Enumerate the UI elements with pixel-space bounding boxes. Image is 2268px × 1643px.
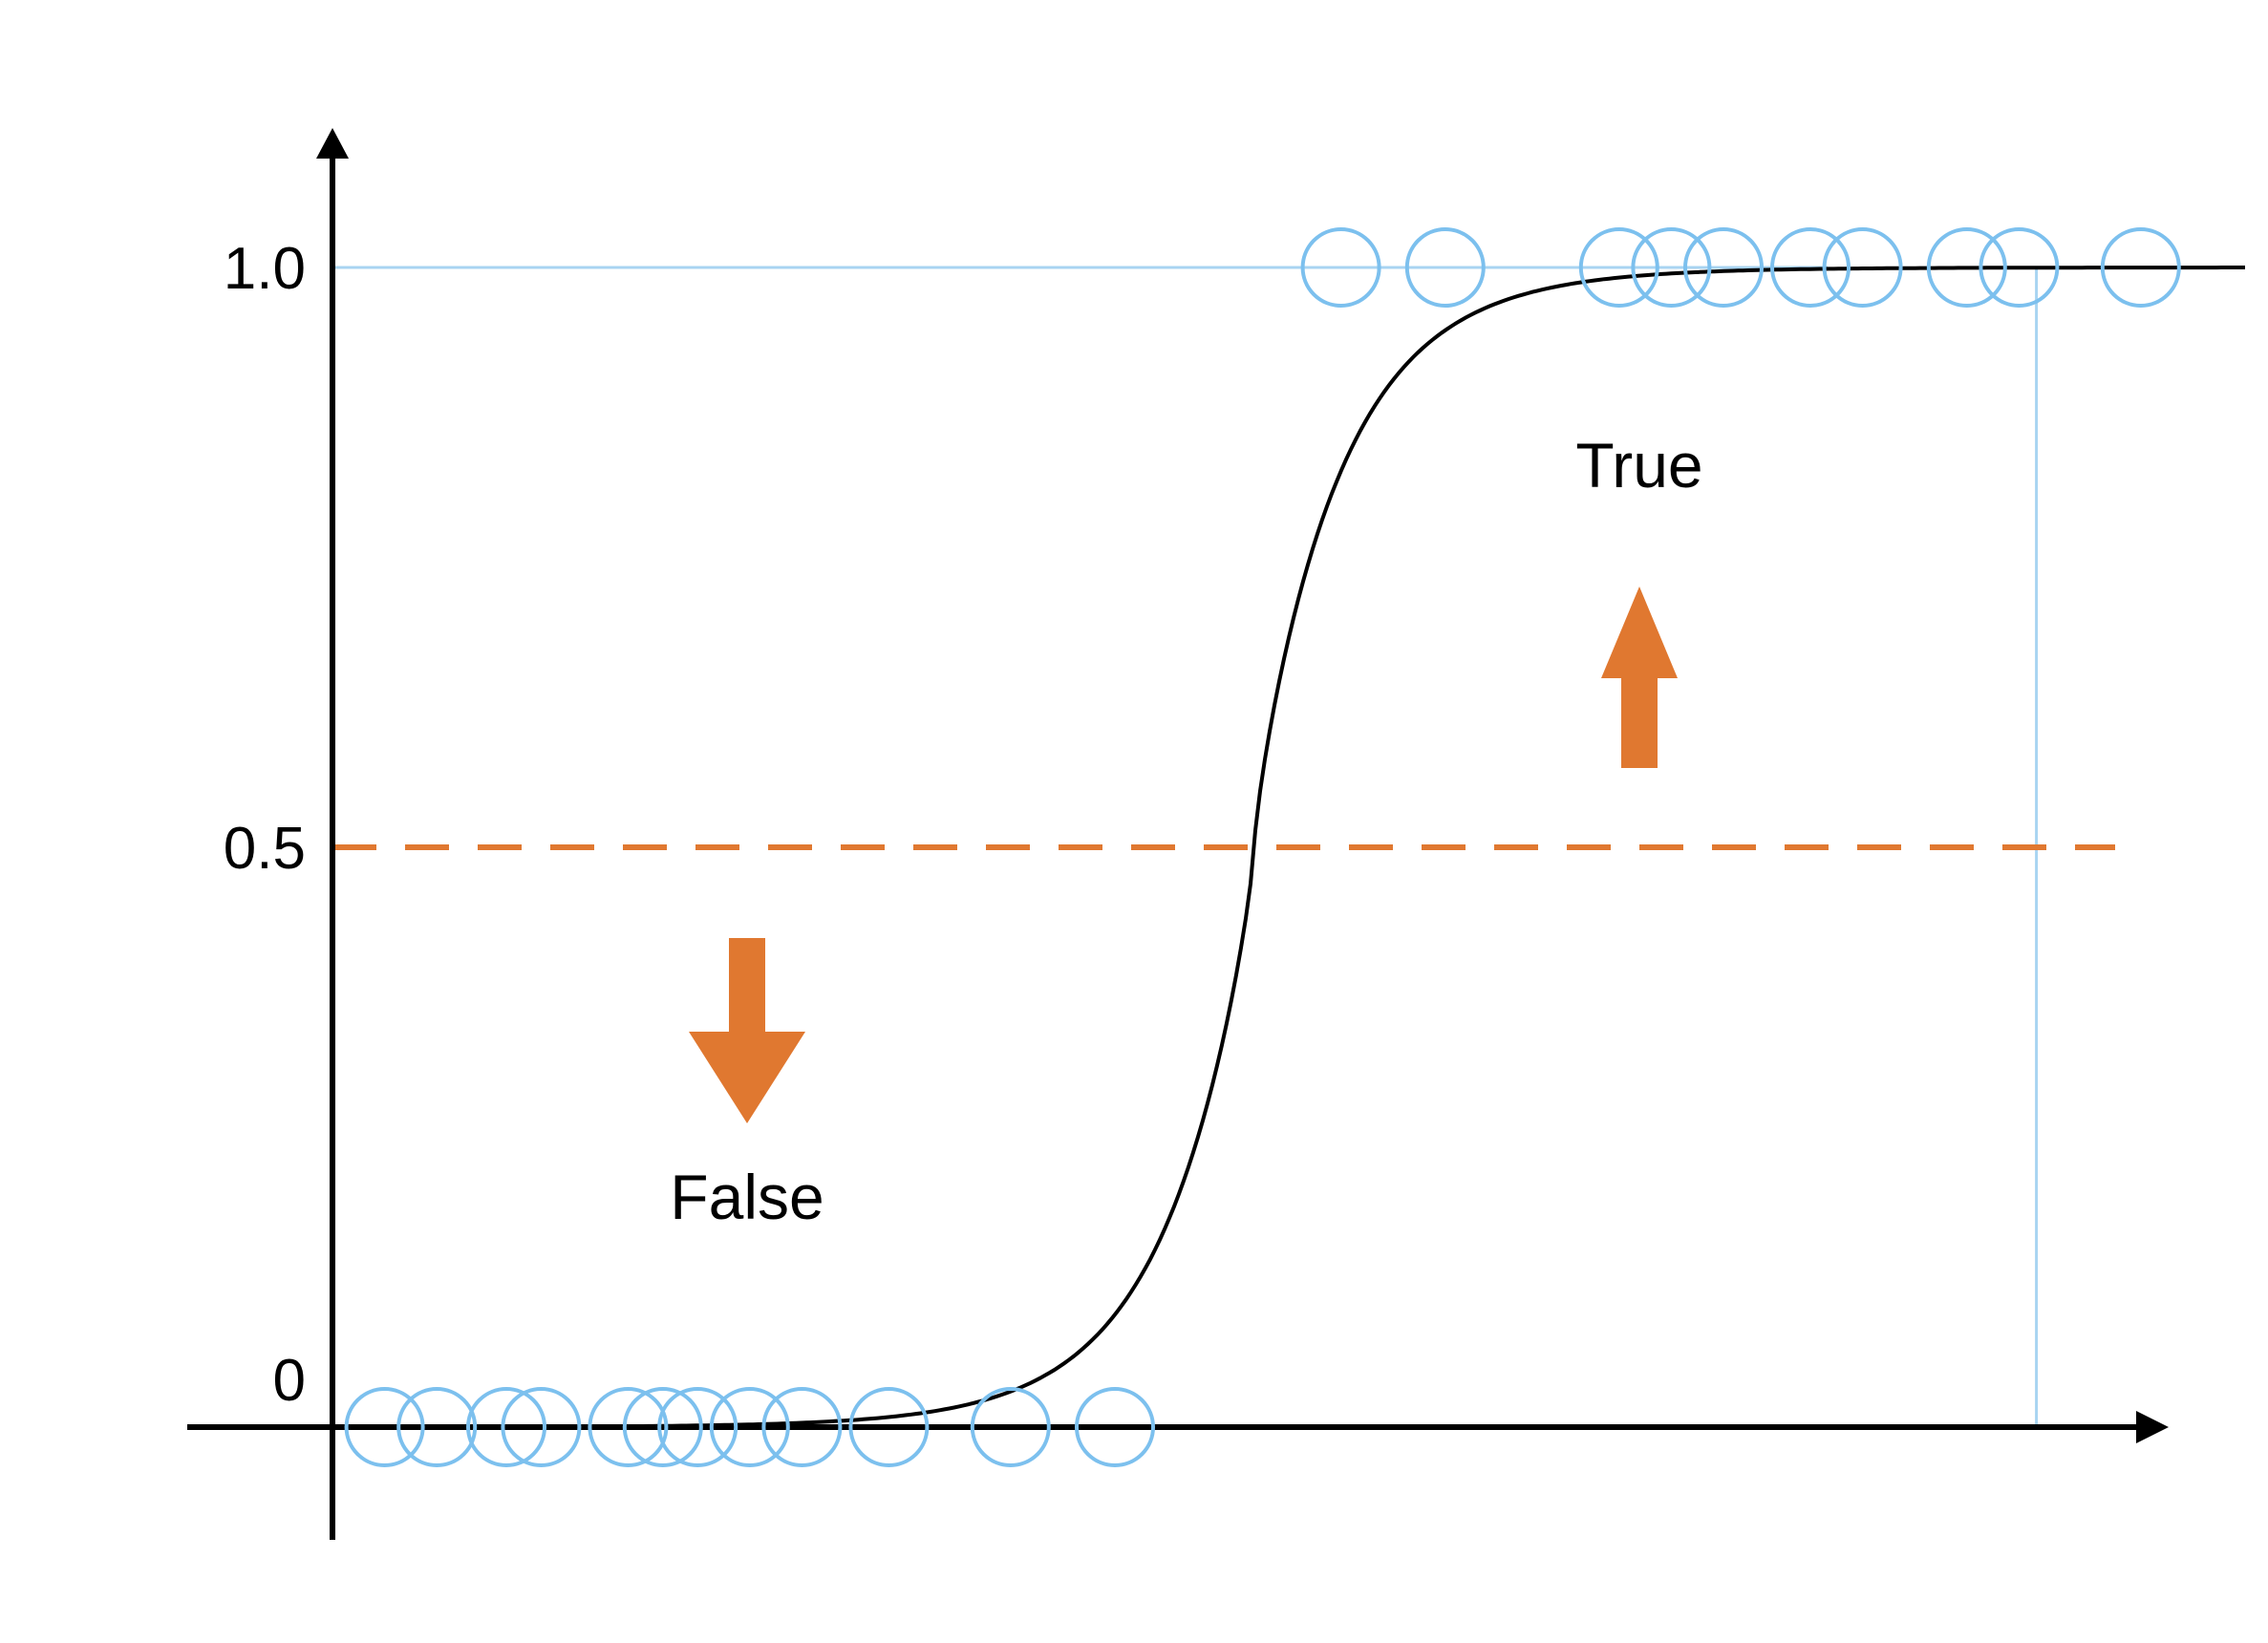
class-0-point-1 (344, 1387, 425, 1467)
y-tick-label-0: 0 (273, 1348, 306, 1414)
sigmoid-curve (332, 266, 2245, 1429)
class-0-point-11 (970, 1387, 1051, 1467)
false-label: False (670, 1162, 824, 1232)
class-1-point-7 (1822, 227, 1903, 308)
class-0-point-12 (1075, 1387, 1155, 1467)
class-0-point-3 (466, 1387, 546, 1467)
class-0-point-4 (501, 1387, 582, 1467)
class-1-point-6 (1770, 227, 1851, 308)
class-0-point-10 (848, 1387, 930, 1467)
up-arrow-icon (1601, 587, 1678, 768)
class-1-point-1 (1300, 227, 1381, 308)
class-0-point-2 (396, 1387, 478, 1467)
class-0-point-7 (657, 1387, 738, 1467)
down-arrow-icon (689, 938, 805, 1123)
true-label: True (1575, 430, 1702, 501)
class-1-point-8 (1926, 227, 2007, 308)
class-0-point-6 (622, 1387, 703, 1467)
y-tick-label-05: 0.5 (224, 816, 306, 882)
y-axis-arrowhead (316, 128, 349, 159)
y-tick-label-1: 1.0 (224, 236, 306, 302)
class-0-point-9 (761, 1387, 843, 1467)
class-1-point-3 (1578, 227, 1659, 308)
x-axis-arrowhead (2136, 1411, 2169, 1443)
class-1-point-4 (1631, 227, 1712, 308)
class-1-points (1300, 227, 2181, 308)
class-0-point-8 (709, 1387, 790, 1467)
class-1-point-9 (1979, 227, 2060, 308)
class-0-point-5 (588, 1387, 669, 1467)
class-1-point-10 (2100, 227, 2181, 308)
class-0-points (344, 1387, 1155, 1467)
class-1-point-2 (1404, 227, 1486, 308)
class-1-point-5 (1683, 227, 1764, 308)
